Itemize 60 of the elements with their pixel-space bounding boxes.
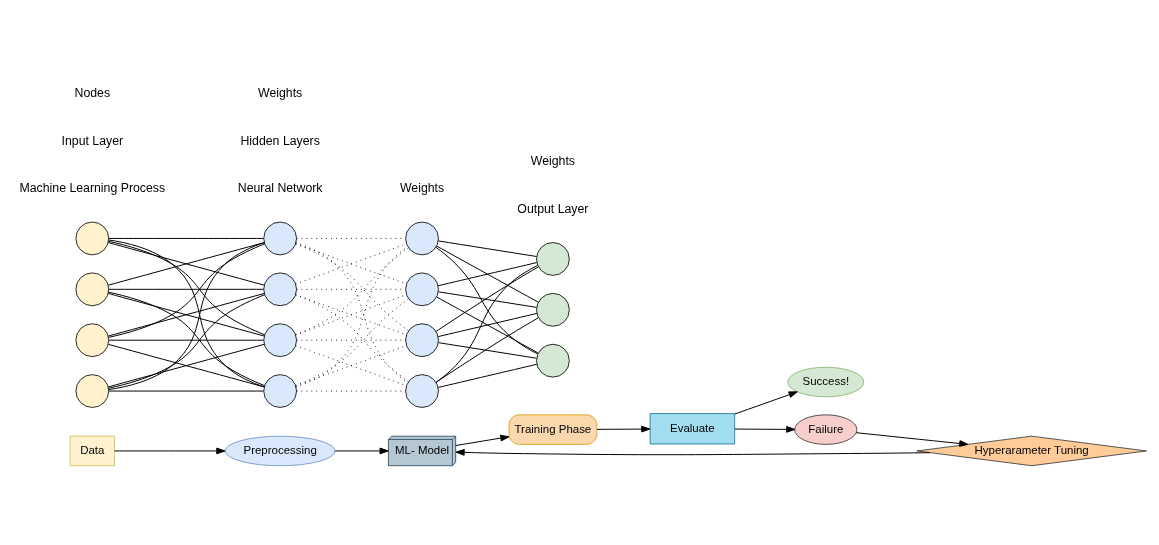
connector — [437, 342, 537, 359]
connector — [108, 288, 264, 290]
node-circle — [263, 323, 297, 357]
label: Machine Learning Process — [19, 181, 166, 196]
connector — [295, 345, 407, 387]
node-circle — [405, 221, 439, 256]
connector — [436, 245, 539, 303]
node-circle — [75, 272, 110, 307]
label: Weights — [399, 181, 445, 196]
arrow — [855, 432, 969, 447]
connector — [107, 343, 265, 388]
arrow — [734, 426, 796, 433]
connector — [437, 262, 538, 287]
connector — [437, 312, 538, 338]
connector — [437, 240, 537, 257]
label: Nodes — [74, 85, 111, 100]
node-circle — [536, 293, 570, 327]
connector — [295, 243, 407, 285]
connector — [435, 266, 539, 332]
label: Weights — [530, 154, 576, 169]
node-circle — [75, 374, 110, 408]
node-ellipse: Preprocessing — [224, 435, 336, 467]
connector — [435, 317, 539, 383]
connector — [437, 363, 538, 388]
label: Weights — [258, 85, 303, 100]
node-circle — [263, 272, 297, 307]
arrow — [455, 434, 510, 446]
connector — [108, 237, 264, 239]
label: Neural Network — [237, 181, 323, 196]
label: Hidden Layers — [240, 133, 320, 148]
arrow — [596, 425, 651, 433]
node-ellipse: Failure — [794, 414, 858, 445]
connector — [108, 390, 264, 392]
arrow — [334, 447, 389, 455]
node-box: Data — [69, 435, 115, 467]
arrow — [114, 447, 226, 455]
connector — [435, 265, 538, 383]
connector — [107, 293, 265, 337]
connector — [107, 242, 265, 286]
node-diamond: Hyperarameter Tuning — [916, 435, 1147, 467]
node-circle — [263, 374, 297, 408]
connector — [436, 296, 539, 354]
node-circle — [536, 242, 570, 276]
node-circle — [405, 374, 439, 408]
label: Input Layer — [61, 133, 124, 148]
label: Output Layer — [517, 201, 589, 216]
connector — [108, 339, 264, 341]
arrow — [455, 449, 931, 456]
node-box: Evaluate — [649, 413, 736, 445]
node-circle — [536, 343, 570, 378]
connector — [437, 291, 537, 308]
node-circle — [263, 221, 297, 256]
node-circle — [75, 221, 110, 256]
arrow — [734, 391, 798, 415]
node-box: Training Phase — [508, 414, 598, 445]
node-circle — [75, 323, 110, 357]
node-circle — [405, 272, 439, 307]
node-circle — [405, 323, 439, 357]
connector — [435, 246, 539, 355]
connector — [295, 294, 407, 336]
